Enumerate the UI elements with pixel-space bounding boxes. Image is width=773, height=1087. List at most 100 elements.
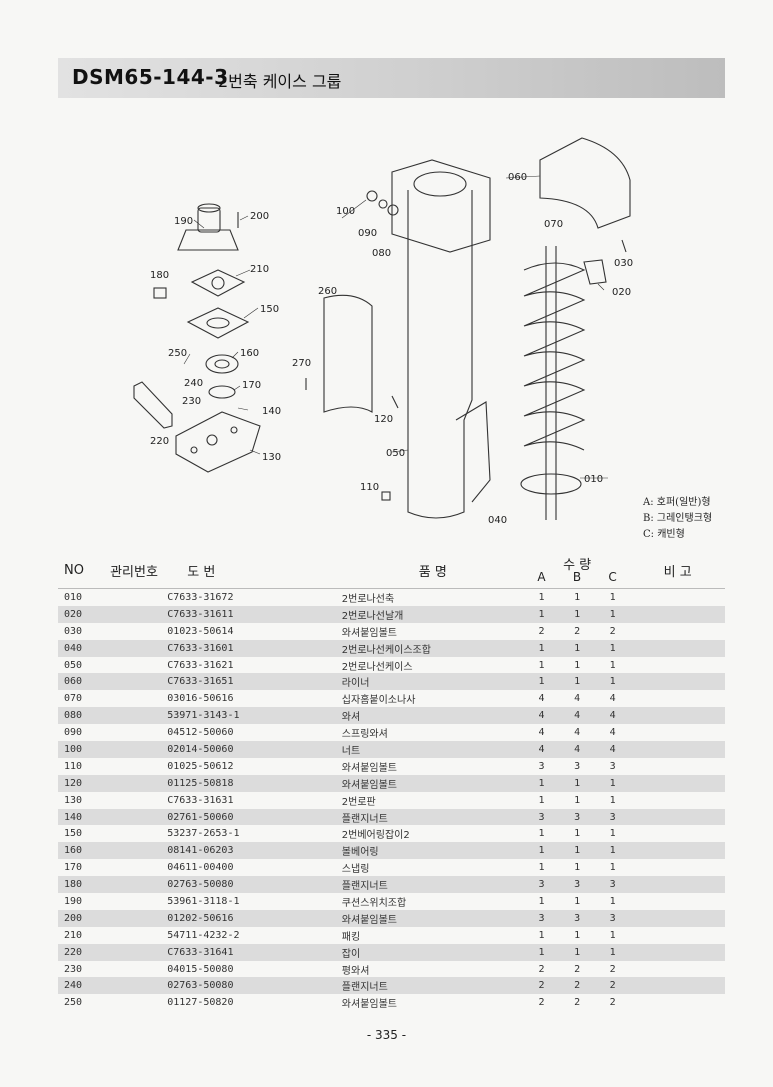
row-note <box>630 758 725 775</box>
screw-conveyor-case <box>407 190 473 519</box>
row-qty-c: 1 <box>594 842 631 860</box>
row-name: 쿠션스위치조합 <box>341 897 407 909</box>
row-no: 050 <box>64 659 83 671</box>
legend-b: B: 그레인탱크형 <box>643 513 713 524</box>
row-name: 십자홈붙이소나사 <box>341 695 416 707</box>
row-mgmt <box>110 605 168 623</box>
row-name: 패킹 <box>341 931 361 943</box>
row-qty-a: 1 <box>523 639 560 657</box>
row-mgmt <box>110 808 168 826</box>
row-qty-b: 1 <box>574 794 581 806</box>
callout-170: 170 <box>242 380 261 391</box>
row-note <box>630 774 725 792</box>
row-name: 너트 <box>341 741 524 758</box>
row-qty-a: 1 <box>538 929 545 941</box>
row-no: 090 <box>64 727 83 739</box>
row-note <box>630 842 725 860</box>
exploded-parts-diagram: 190 200 210 180 150 160 250 240 170 230 … <box>133 137 633 526</box>
packing-part <box>190 269 246 297</box>
callout-100: 100 <box>336 206 355 217</box>
row-name: 플랜지너트 <box>341 808 524 826</box>
callout-210: 210 <box>250 264 269 275</box>
row-name: 플랜지너트 <box>341 977 524 995</box>
row-name: 2번로나선케이스 <box>341 661 413 673</box>
header-qty: 수 량 A B C <box>523 552 631 589</box>
row-no: 190 <box>64 895 83 907</box>
row-qty-b: 1 <box>559 605 595 623</box>
row-name: 2번로나선축 <box>341 593 395 605</box>
flange-nut-part <box>153 287 167 299</box>
row-qty-c: 2 <box>594 977 631 995</box>
row-note <box>630 690 725 707</box>
row-qty-b: 2 <box>574 997 581 1009</box>
screw-flight <box>523 262 586 451</box>
row-no: 100 <box>58 741 111 758</box>
row-qty-c: 4 <box>609 727 616 739</box>
row-qty-b: 1 <box>559 943 595 961</box>
blade-part <box>583 259 607 285</box>
row-qty-c: 1 <box>594 774 631 792</box>
row-qty-c: 1 <box>609 895 616 907</box>
plate-part <box>175 411 261 473</box>
row-no: 150 <box>64 828 83 840</box>
row-no: 240 <box>58 977 111 995</box>
callout-050: 050 <box>386 448 405 459</box>
row-note <box>630 657 725 674</box>
row-qty-c: 2 <box>609 997 616 1009</box>
row-no: 110 <box>64 760 83 772</box>
row-mgmt <box>110 707 168 725</box>
row-qty-a: 1 <box>523 943 560 961</box>
header-qty-title: 수 량 <box>563 558 592 573</box>
row-qty-a: 1 <box>538 828 545 840</box>
row-no: 020 <box>58 605 111 623</box>
row-qty-a: 4 <box>523 741 560 758</box>
row-name: 와셔 <box>341 707 524 725</box>
row-note <box>630 605 725 623</box>
callout-150: 150 <box>260 304 279 315</box>
row-qty-b: 1 <box>574 929 581 941</box>
row-qty-b: 4 <box>574 693 581 705</box>
row-name: 와셔붙임볼트 <box>341 909 524 927</box>
row-drawing: 02763-50080 <box>167 977 342 995</box>
row-mgmt <box>110 589 167 606</box>
row-no: 070 <box>64 693 83 705</box>
row-mgmt <box>110 825 167 842</box>
row-mgmt <box>110 893 167 910</box>
row-qty-a: 2 <box>538 997 545 1009</box>
row-name: 스프링와셔 <box>341 729 388 741</box>
row-drawing: 01023-50614 <box>167 625 234 637</box>
row-qty-a: 3 <box>523 909 560 927</box>
row-qty-b: 2 <box>559 977 595 995</box>
row-qty-b: 3 <box>559 876 595 894</box>
row-note <box>630 623 725 640</box>
row-qty-a: 4 <box>538 727 545 739</box>
row-drawing: 01202-50616 <box>167 909 342 927</box>
bracket-part <box>133 381 173 429</box>
row-qty-b: 3 <box>559 909 595 927</box>
row-qty-b: 1 <box>559 639 595 657</box>
row-drawing: C7633-31641 <box>167 943 342 961</box>
header-qty-a: A <box>537 570 546 584</box>
row-no: 160 <box>58 842 111 860</box>
row-mgmt <box>110 842 168 860</box>
callout-030: 030 <box>614 258 633 269</box>
row-drawing: C7633-31611 <box>167 605 342 623</box>
washer-part <box>387 204 399 216</box>
table-header-row: NO 관리번호 도 번 품 명 수 량 A B C 비 고 <box>58 552 725 589</box>
row-mgmt <box>110 876 168 894</box>
row-qty-b: 1 <box>574 828 581 840</box>
row-qty-c: 3 <box>594 808 631 826</box>
row-name: 라이너 <box>341 673 524 691</box>
row-qty-a: 4 <box>523 707 560 725</box>
row-qty-c: 4 <box>594 707 631 725</box>
row-note <box>630 994 725 1011</box>
callout-230: 230 <box>182 396 201 407</box>
row-no: 200 <box>58 909 111 927</box>
callout-020: 020 <box>612 287 631 298</box>
